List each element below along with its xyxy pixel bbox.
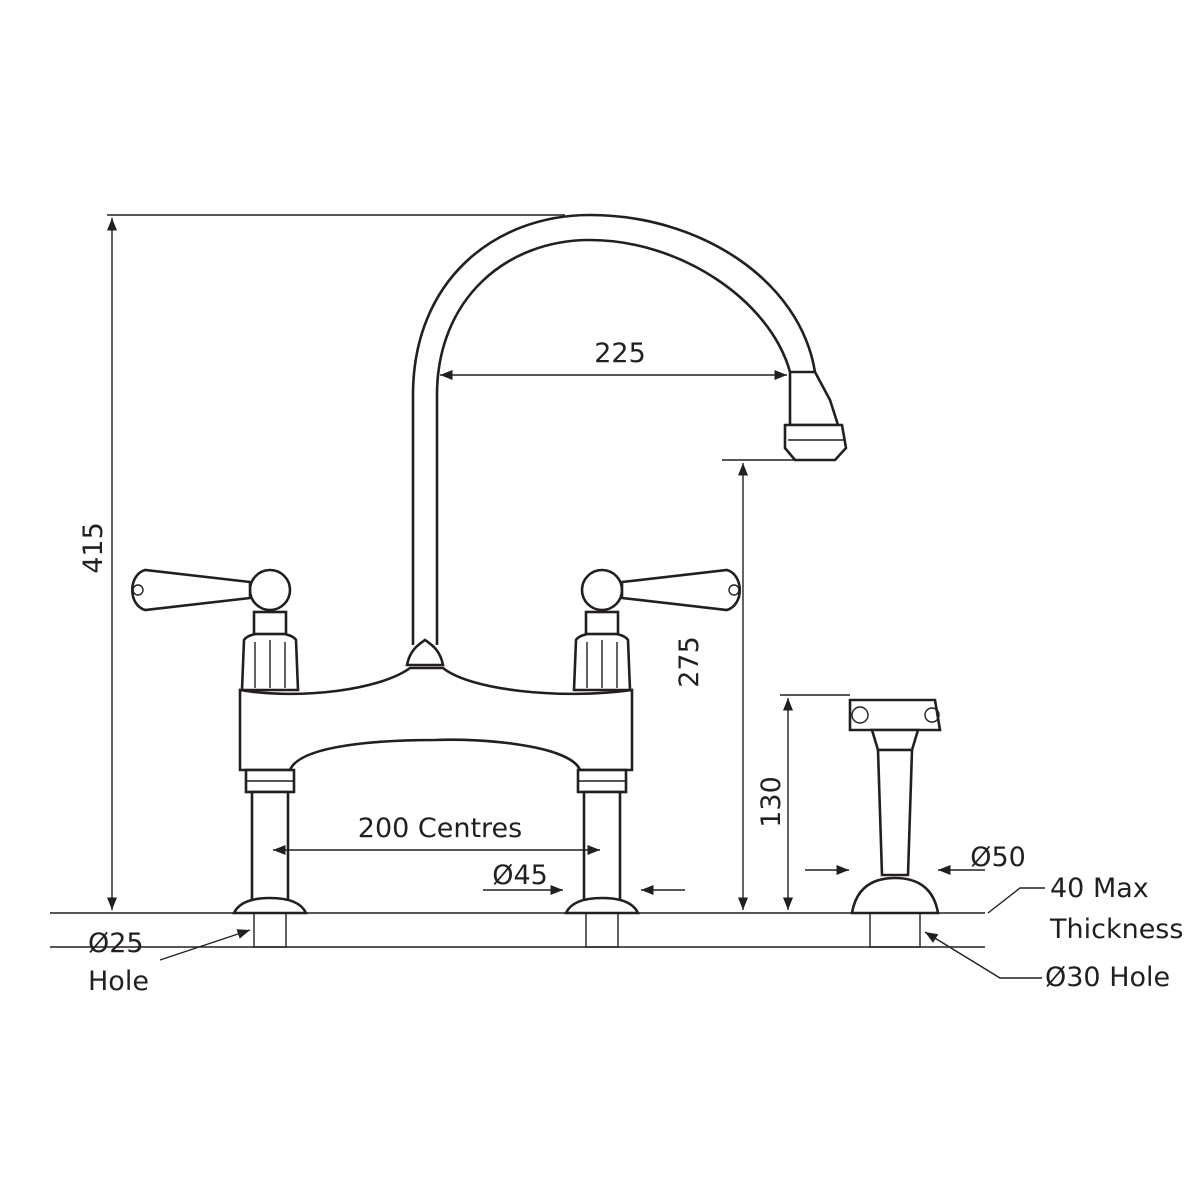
dim-50-label: Ø50	[970, 842, 1026, 873]
tap-hole-label-1: Ø25	[88, 928, 144, 959]
callout-thickness: 40 Max Thickness	[987, 873, 1183, 945]
callout-spray-hole: Ø30 Hole	[924, 931, 1170, 993]
bridge-body	[231, 666, 641, 948]
dimension-centres: 200 Centres	[273, 813, 600, 856]
dim-275-label: 275	[674, 636, 705, 688]
thickness-label-2: Thickness	[1049, 914, 1183, 945]
tap-hole-label-2: Hole	[88, 966, 149, 997]
dimension-275: 275	[674, 459, 800, 910]
dimension-130: 130	[756, 694, 850, 910]
callout-tap-hole: Ø25 Hole	[88, 928, 251, 997]
gooseneck-spout	[405, 213, 848, 667]
dimension-415: 415	[78, 214, 565, 910]
dim-centres-label: 200 Centres	[358, 813, 522, 844]
dim-45-label: Ø45	[492, 860, 548, 891]
spray-hole-label: Ø30 Hole	[1045, 962, 1170, 993]
side-spray	[848, 698, 942, 948]
dim-415-label: 415	[78, 522, 109, 574]
worktop	[50, 912, 985, 948]
thickness-label-1: 40 Max	[1050, 873, 1149, 904]
dimension-45: Ø45	[483, 860, 685, 896]
dimension-50: Ø50	[805, 842, 1026, 876]
left-valve	[131, 568, 300, 692]
dim-225-label: 225	[594, 338, 646, 369]
dim-130-label: 130	[756, 776, 787, 828]
right-valve	[572, 568, 741, 692]
dimension-225: 225	[440, 338, 787, 381]
